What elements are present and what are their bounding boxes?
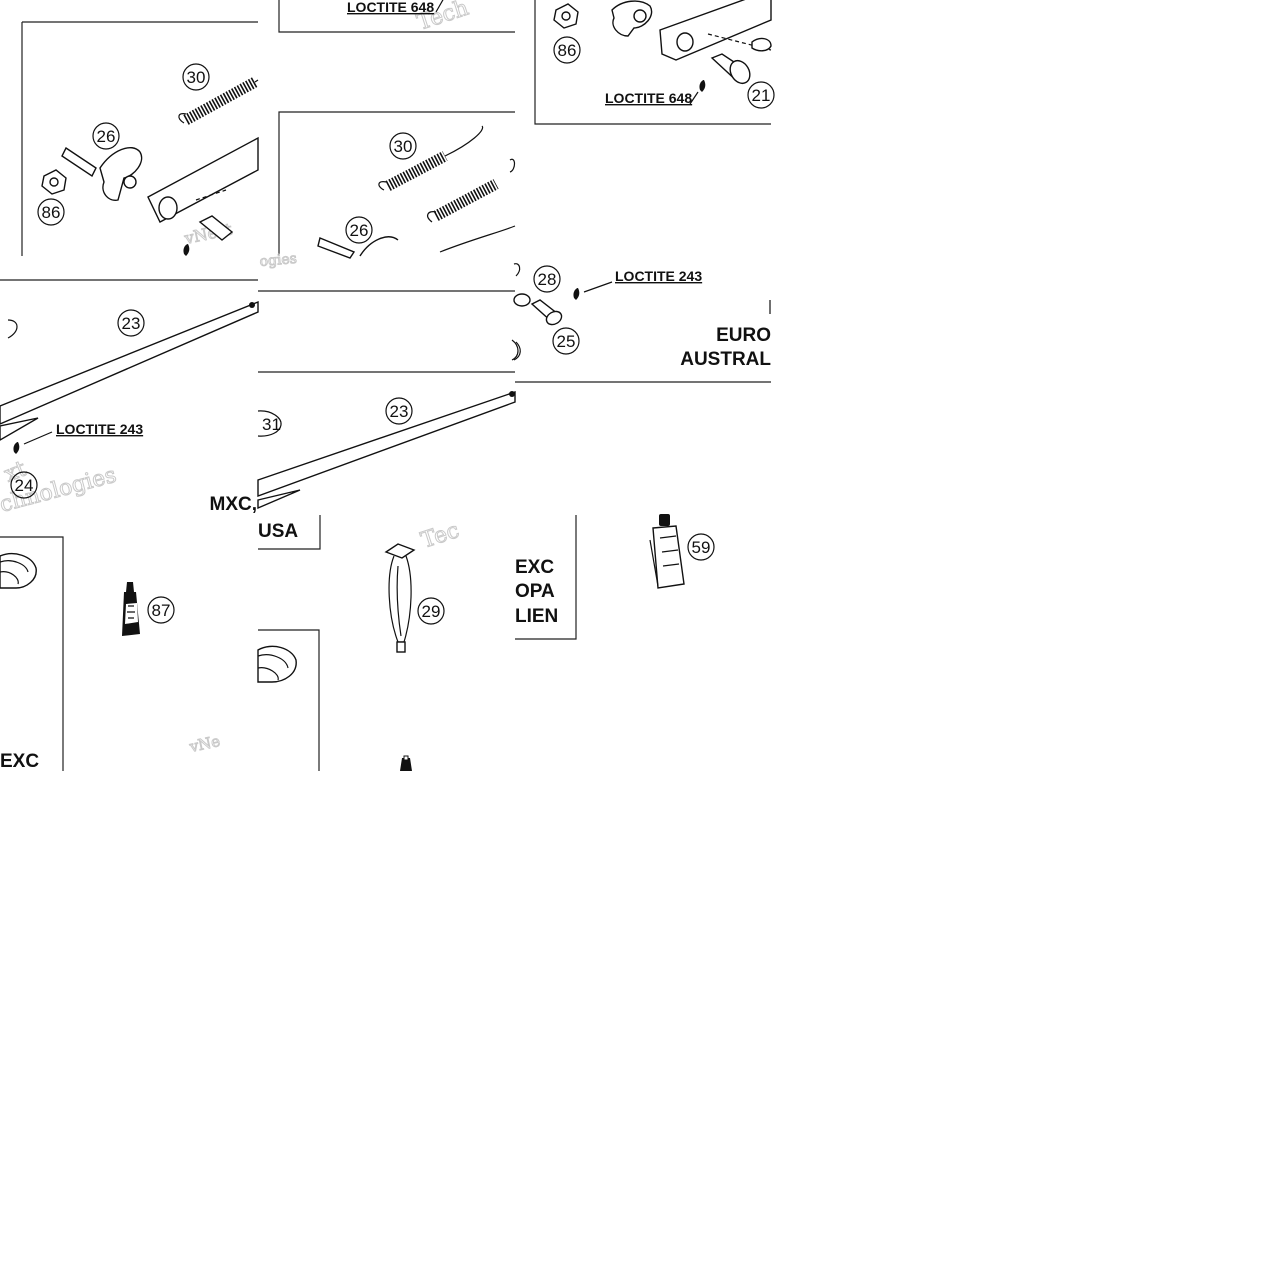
svg-text:26: 26	[350, 221, 369, 240]
model-label-exc: EXC	[0, 751, 39, 772]
watermark: vNe	[187, 732, 222, 756]
callout-87: 87	[147, 596, 175, 624]
loctite-drop	[573, 288, 580, 300]
callout-30: 30	[182, 63, 210, 91]
right-middle-assembly	[513, 263, 613, 361]
middle-assembly	[317, 125, 516, 259]
watermark: Tec	[418, 518, 462, 554]
loctite-drop	[699, 80, 706, 92]
kickstand-leg	[0, 300, 259, 425]
bracket-part	[751, 37, 772, 52]
callout-86: 86	[553, 36, 581, 64]
panel-top-right-frame	[534, 0, 771, 125]
watermark: ogies	[259, 251, 298, 270]
callout-26: 26	[92, 122, 120, 150]
loctite-243-label: LOCTITE 243	[56, 421, 143, 437]
callout-29: 29	[417, 597, 445, 625]
left-middle-assembly	[0, 300, 259, 454]
washer-part	[513, 293, 531, 307]
pivot-bolt	[317, 237, 356, 259]
ring-part	[0, 552, 37, 589]
panel-usa-frame	[258, 515, 321, 550]
callout-31: 31	[257, 410, 282, 437]
svg-text:86: 86	[42, 203, 61, 222]
top-right-assembly	[553, 0, 772, 92]
panel-bottom-center-frame	[258, 629, 320, 771]
svg-text:30: 30	[394, 137, 413, 156]
callout-28: 28	[533, 265, 561, 293]
loctite-drop	[13, 442, 20, 454]
panel-center-frame	[258, 290, 515, 373]
leader-line	[583, 281, 613, 293]
kickstand-leg	[257, 391, 516, 498]
nut-hole	[49, 177, 59, 187]
panel-bottom-left-frame	[0, 536, 64, 771]
svg-text:25: 25	[557, 332, 576, 351]
region-label-usa: USA	[258, 521, 298, 542]
leader-line	[435, 0, 444, 13]
model-label-mxc: MXC,	[210, 494, 258, 515]
panel-frames	[0, 0, 771, 771]
pivot-bolt	[61, 146, 97, 178]
svg-text:87: 87	[152, 601, 171, 620]
loctite-648-label: LOCTITE 648	[605, 90, 692, 106]
cam-part	[99, 147, 143, 201]
spring-part	[385, 151, 448, 191]
svg-text:59: 59	[692, 538, 711, 557]
svg-text:24: 24	[15, 476, 34, 495]
cam-hole	[123, 175, 137, 189]
loctite-bottle-part	[122, 582, 140, 636]
panel-middle-frame	[278, 111, 515, 256]
ring-part	[257, 645, 297, 683]
dashed-guide	[195, 189, 227, 201]
region-label: LIEN	[515, 606, 558, 627]
callout-24: 24	[10, 471, 38, 499]
tool-part	[384, 543, 416, 653]
region-label-austral: AUSTRAL	[680, 349, 771, 370]
callout-23: 23	[117, 309, 145, 337]
region-label: OPA	[515, 581, 555, 602]
callout-21: 21	[747, 81, 775, 109]
loctite-drop	[183, 244, 190, 256]
bolt-part	[198, 215, 234, 241]
svg-text:31: 31	[262, 415, 281, 434]
leader-line	[689, 91, 699, 105]
model-label-exc: EXC	[515, 557, 554, 578]
loctite-648-label: LOCTITE 648	[347, 0, 434, 15]
kickstand-pivot-hole	[158, 196, 178, 220]
svg-text:23: 23	[122, 314, 141, 333]
spring-part	[433, 179, 499, 221]
spring-part	[178, 77, 259, 125]
callout-86: 86	[37, 198, 65, 226]
dashed-guide	[707, 33, 772, 51]
svg-text:29: 29	[422, 602, 441, 621]
leader-line	[23, 431, 53, 445]
callout-30: 30	[389, 132, 417, 160]
svg-text:26: 26	[97, 127, 116, 146]
svg-text:30: 30	[187, 68, 206, 87]
panel-top-middle-frame	[278, 0, 515, 33]
bottle-part	[649, 514, 685, 589]
panel-top-left-frame	[21, 21, 258, 256]
center-assembly	[257, 339, 519, 510]
cam-part	[359, 236, 399, 257]
loctite-243-label: LOCTITE 243	[615, 268, 702, 284]
svg-text:23: 23	[390, 402, 409, 421]
callout-59: 59	[687, 533, 715, 561]
kickstand-arm	[659, 0, 772, 61]
callout-23: 23	[385, 397, 413, 425]
callout-26: 26	[345, 216, 373, 244]
region-label-euro: EURO	[716, 325, 771, 346]
panel-exc-frame	[515, 515, 577, 640]
small-fitting-part	[400, 755, 412, 771]
svg-text:86: 86	[558, 41, 577, 60]
svg-text:21: 21	[752, 86, 771, 105]
svg-text:28: 28	[538, 270, 557, 289]
callout-25: 25	[552, 327, 580, 355]
top-left-assembly	[41, 77, 259, 256]
